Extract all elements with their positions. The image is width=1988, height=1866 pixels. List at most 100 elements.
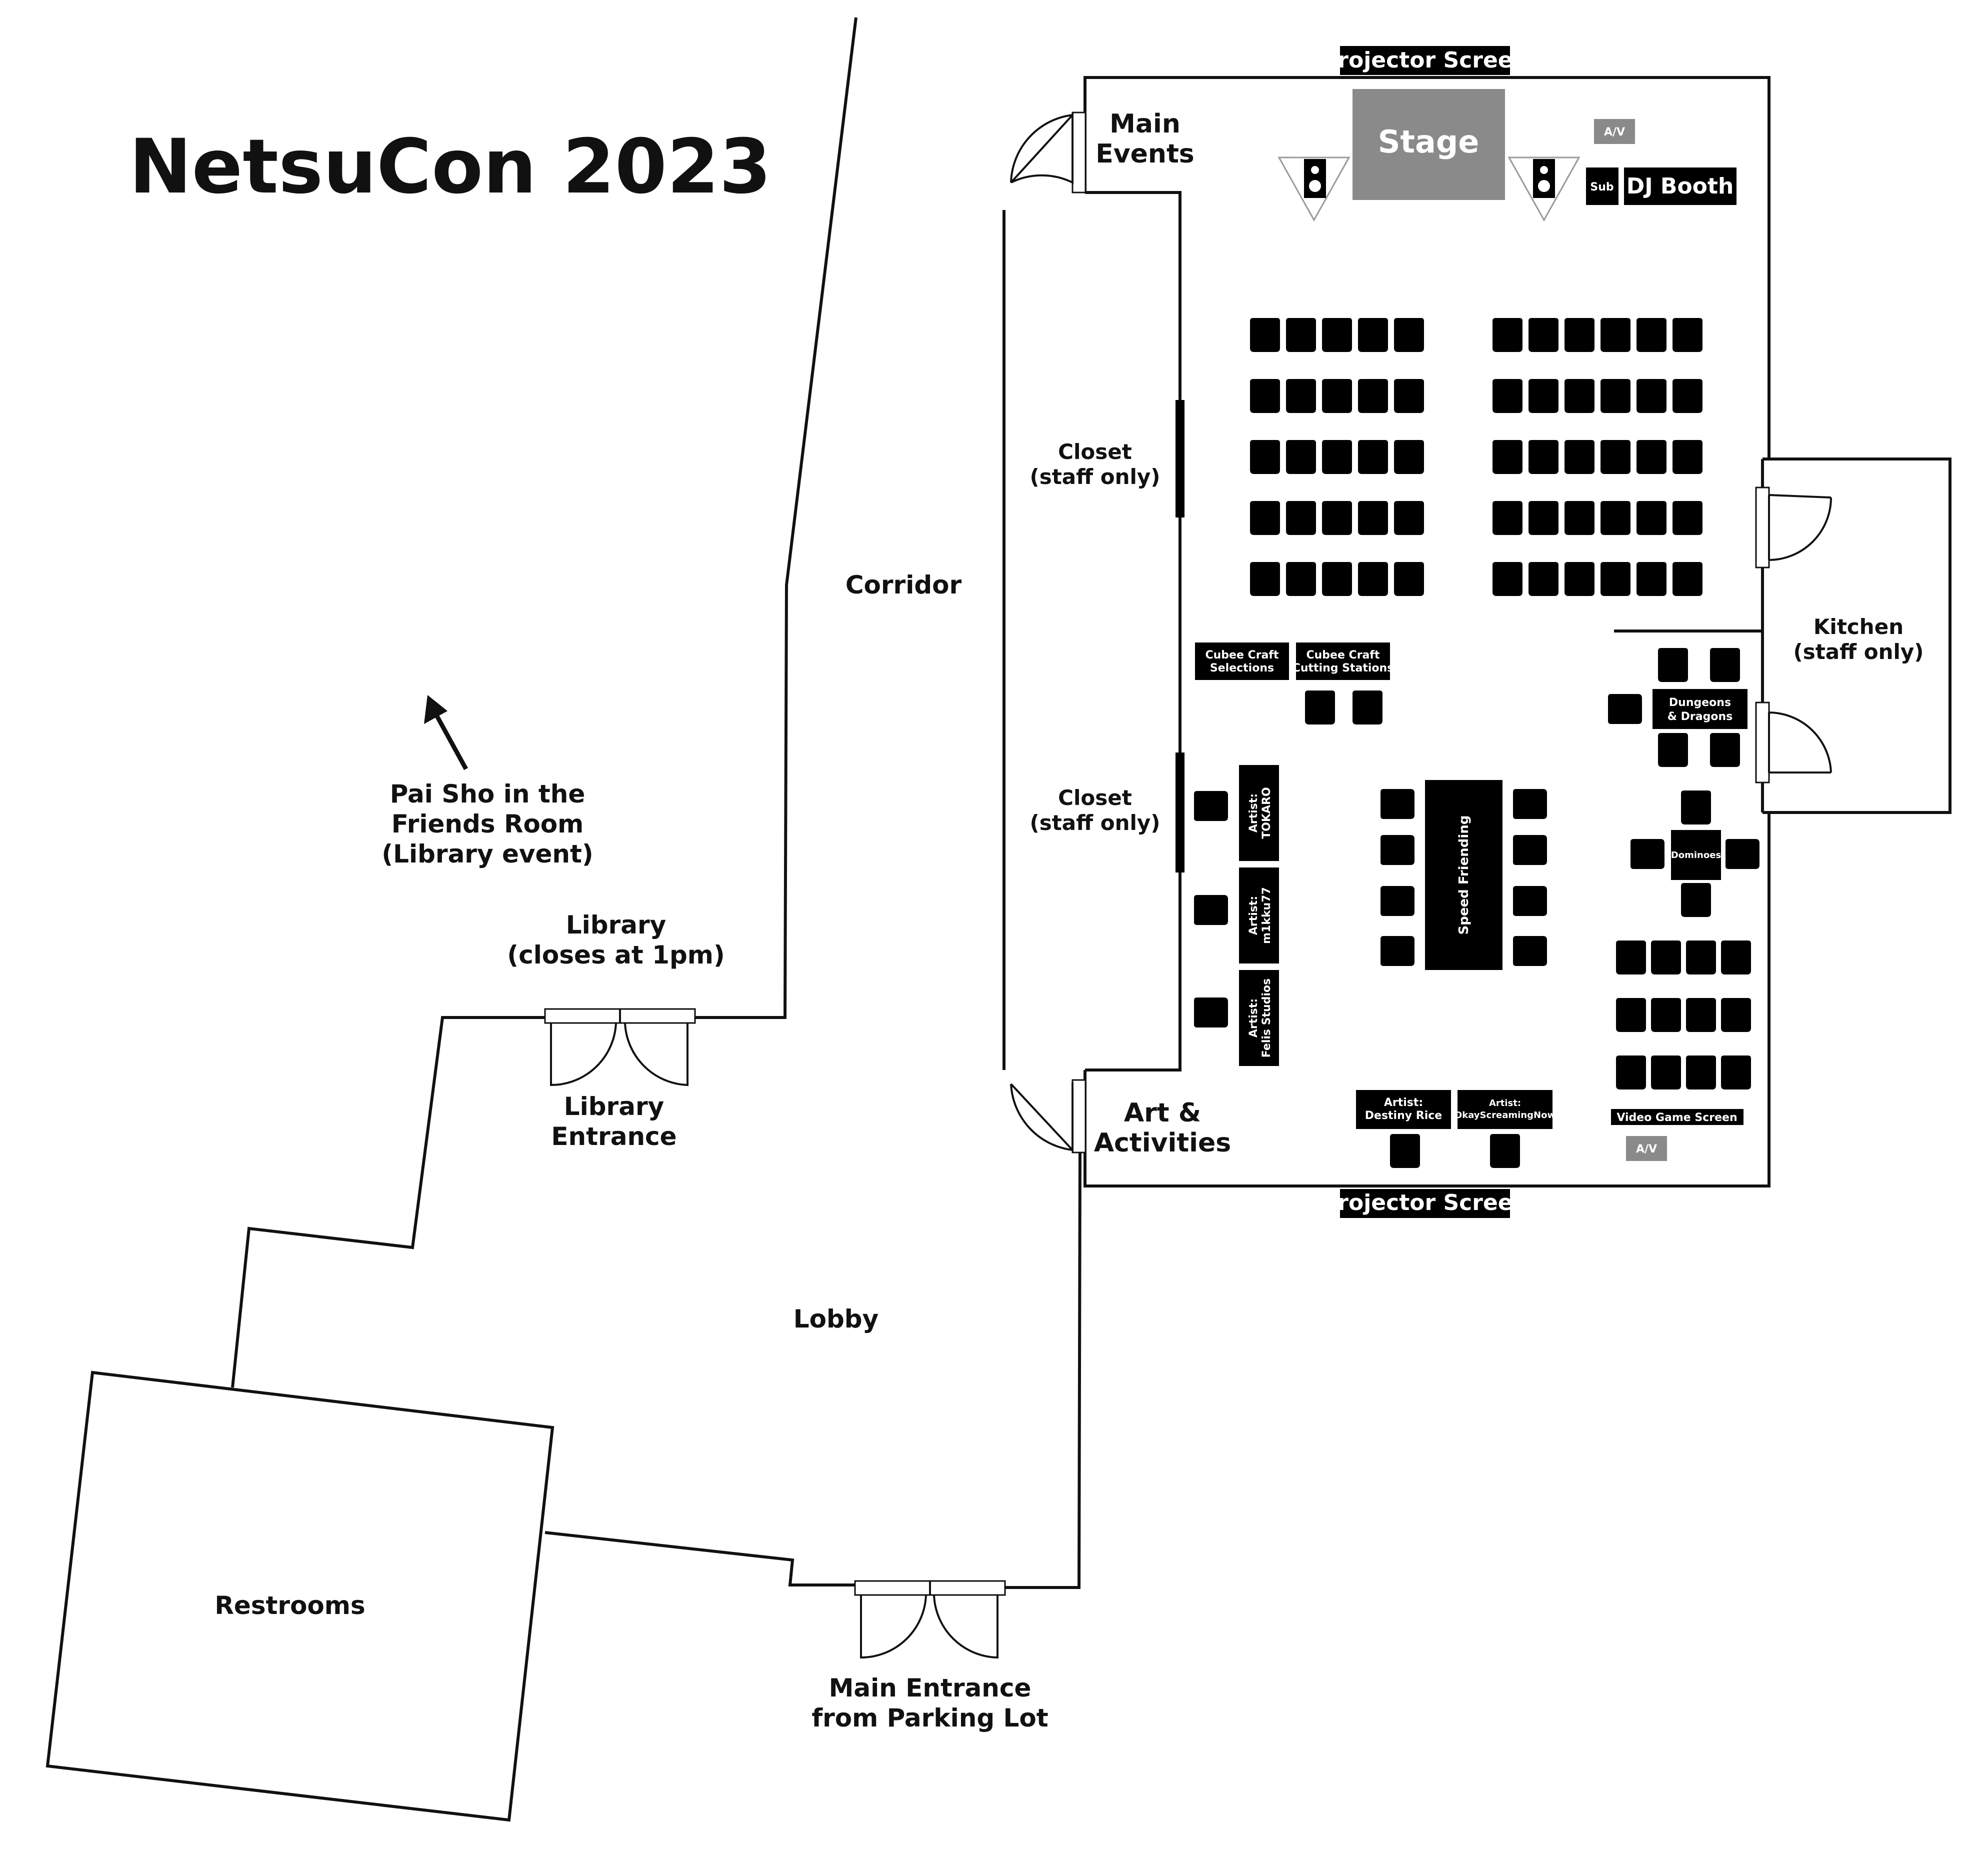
restrooms-room: [46, 1370, 554, 1822]
chair-icon: [1528, 562, 1558, 596]
chair-icon: [1564, 562, 1594, 596]
artist-table-tokaro: [1239, 765, 1279, 861]
art-activities-label: Art &: [1124, 1098, 1201, 1128]
chair-icon: [1616, 940, 1646, 974]
chair-icon: [1686, 940, 1716, 974]
chair-icon: [1616, 1056, 1646, 1090]
chair-icon: [1286, 501, 1316, 535]
door-swing-icon[interactable]: [1010, 1079, 1086, 1154]
main-entrance-label: Main Entrance: [829, 1674, 1032, 1702]
svg-text:Video Game Screen: Video Game Screen: [1616, 1112, 1737, 1124]
door-swing-icon[interactable]: [1755, 486, 1832, 568]
dungeons-dragons-table: [1652, 689, 1748, 729]
audience-chairs-right: [1492, 318, 1702, 596]
svg-text:OkayScreamingNow: OkayScreamingNow: [1454, 1110, 1556, 1120]
chair-icon: [1528, 501, 1558, 535]
svg-text:& Dragons: & Dragons: [1668, 710, 1732, 723]
svg-text:Sub: Sub: [1590, 181, 1614, 194]
lobby-label: Lobby: [794, 1304, 878, 1334]
video-game-screen: [1611, 1109, 1744, 1125]
chair-icon: [1600, 440, 1630, 474]
chair-icon: [1322, 562, 1352, 596]
video-game-chairs: [1616, 940, 1751, 1090]
chair-icon: [1250, 379, 1280, 413]
svg-text:Selections: Selections: [1210, 662, 1274, 674]
restrooms-label: Restrooms: [214, 1591, 365, 1620]
chair-icon: [1672, 318, 1702, 352]
projector-screen-label: Projector Screen: [1322, 48, 1528, 73]
chair-icon: [1394, 562, 1424, 596]
chair-icon: [1358, 379, 1388, 413]
svg-text:Artist:: Artist:: [1248, 998, 1260, 1038]
chair-icon: [1250, 562, 1280, 596]
svg-text:(Library event): (Library event): [382, 840, 593, 868]
stage-label: Stage: [1378, 124, 1480, 160]
chair-icon: [1721, 940, 1751, 974]
subwoofer: [1586, 168, 1618, 205]
svg-text:Artist:: Artist:: [1489, 1098, 1521, 1108]
svg-text:Activities: Activities: [1094, 1128, 1231, 1158]
svg-text:DJ Booth: DJ Booth: [1626, 174, 1734, 199]
chair-icon: [1194, 791, 1228, 1028]
artist-table-okayscreamingnow: [1458, 1090, 1552, 1129]
chair-icon: [1492, 440, 1522, 474]
svg-text:Artist:: Artist:: [1248, 794, 1260, 832]
speaker-icon: [1508, 156, 1580, 222]
chair-icon: [1528, 318, 1558, 352]
chair-icon: [1286, 379, 1316, 413]
library-doors[interactable]: [544, 1008, 696, 1086]
chair-icon: [1492, 379, 1522, 413]
chair-icon: [1651, 940, 1681, 974]
chair-icon: [1394, 440, 1424, 474]
chair-icon: [1528, 440, 1558, 474]
chair-icon: [1358, 501, 1388, 535]
av-booth: [1594, 119, 1635, 144]
svg-text:TOKARO: TOKARO: [1260, 787, 1273, 838]
svg-text:Events: Events: [1096, 139, 1194, 169]
chair-icon: [1564, 440, 1594, 474]
chair-icon: [1286, 562, 1316, 596]
stage: [1352, 89, 1505, 200]
chair-icon: [1600, 379, 1630, 413]
svg-text:Artist:: Artist:: [1248, 896, 1260, 935]
chair-icon: [1322, 501, 1352, 535]
svg-text:Dominoes: Dominoes: [1671, 850, 1721, 860]
chair-icon: [1358, 440, 1388, 474]
chair-icon: [1651, 1056, 1681, 1090]
svg-text:Cutting Stations: Cutting Stations: [1292, 662, 1394, 674]
svg-text:Destiny Rice: Destiny Rice: [1365, 1110, 1442, 1122]
library-entrance-label: Library: [564, 1092, 664, 1121]
chair-icon: [1492, 501, 1522, 535]
svg-text:Cubee Craft: Cubee Craft: [1206, 649, 1279, 662]
chair-icon: [1636, 562, 1666, 596]
chair-icon: [1394, 318, 1424, 352]
chair-icon: [1358, 562, 1388, 596]
pai-sho-label: Pai Sho in the: [390, 780, 586, 808]
artist-table-destiny-rice: [1356, 1090, 1451, 1129]
main-entrance-doors[interactable]: [854, 1580, 1006, 1659]
chair-icon: [1250, 318, 1280, 352]
svg-text:Friends Room: Friends Room: [392, 810, 584, 838]
chair-icon: [1322, 440, 1352, 474]
chair-icon: [1672, 379, 1702, 413]
svg-text:Artist:: Artist:: [1384, 1096, 1423, 1109]
chair-icon: [1721, 998, 1751, 1032]
speed-friending-table: [1425, 780, 1502, 970]
chair-icon: [1636, 318, 1666, 352]
svg-text:(staff only): (staff only): [1030, 464, 1160, 489]
chair-icon: [1358, 318, 1388, 352]
chair-icon: [1492, 562, 1522, 596]
dj-booth: [1624, 168, 1736, 205]
door-swing-icon[interactable]: [1010, 112, 1086, 194]
svg-text:(staff only): (staff only): [1794, 640, 1924, 664]
artist-table-felis-studios: [1239, 970, 1279, 1066]
chair-icon: [1672, 440, 1702, 474]
svg-text:Dungeons: Dungeons: [1669, 696, 1731, 709]
chair-icon: [1492, 318, 1522, 352]
chair-icon: [1636, 501, 1666, 535]
door-swing-icon[interactable]: [1755, 702, 1832, 784]
chair-icon: [1672, 562, 1702, 596]
library-label: Library: [566, 910, 666, 940]
chair-icon: [1250, 501, 1280, 535]
